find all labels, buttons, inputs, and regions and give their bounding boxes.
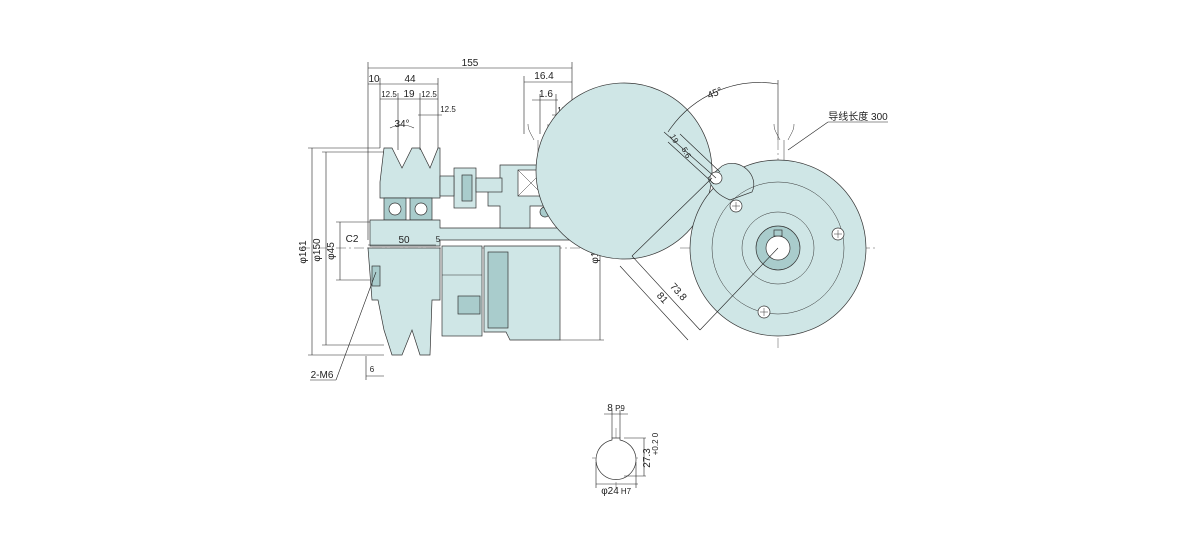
pulley-top-section xyxy=(379,147,441,199)
dim-6: 6 xyxy=(370,365,375,374)
dim-bore: φ24 xyxy=(601,486,619,497)
dim-12-5-b: 12.5 xyxy=(421,90,437,99)
dim-key-depth: 27.3 xyxy=(642,448,653,468)
dim-phi150: φ150 xyxy=(312,238,323,262)
dim-1-6: 1.6 xyxy=(539,89,553,100)
dim-phi161: φ161 xyxy=(298,240,309,264)
front-view: 45° 导线长度 300 19 5.6 73.8 81 xyxy=(535,80,888,350)
pulley-bottom-section xyxy=(367,247,441,356)
dim-c2: C2 xyxy=(346,234,359,245)
dim-overall-length: 155 xyxy=(462,58,479,69)
side-view: 155 10 44 12.5 19 12.5 12.5 34° 16.4 1.6… xyxy=(298,58,608,381)
dim-key-width-tol: P9 xyxy=(615,404,625,413)
dim-angle-45: 45° xyxy=(706,86,724,102)
dim-10: 10 xyxy=(368,74,380,85)
dim-12-5-a: 12.5 xyxy=(381,90,397,99)
screw-right xyxy=(831,227,845,241)
dim-19: 19 xyxy=(403,89,415,100)
dim-lead-length: 导线长度 300 xyxy=(828,110,888,123)
bore-with-keyway xyxy=(595,437,637,480)
dim-44: 44 xyxy=(404,74,416,85)
armature-hub xyxy=(441,245,483,337)
dim-bore-tol: H7 xyxy=(621,487,632,496)
dim-key-depth-tol: +0.2 0 xyxy=(651,432,660,455)
dim-angle-34: 34° xyxy=(394,119,409,130)
dim-5: 5 xyxy=(436,235,441,244)
dim-phi45: φ45 xyxy=(326,242,337,260)
screw-top-left xyxy=(729,199,743,213)
dim-12-5-c: 12.5 xyxy=(440,105,456,114)
screw-bottom xyxy=(757,305,771,319)
dim-key-width: 8 xyxy=(607,403,613,414)
dim-50: 50 xyxy=(398,235,410,246)
dim-2-m6: 2-M6 xyxy=(311,370,334,381)
front-disc xyxy=(535,82,713,260)
torque-arm xyxy=(707,163,755,201)
keyway-detail: 8 P9 27.3 +0.2 0 φ24 H7 xyxy=(592,403,660,497)
dim-73-8: 73.8 xyxy=(667,281,688,303)
dim-16-4: 16.4 xyxy=(534,71,554,82)
dim-81: 81 xyxy=(654,291,670,307)
